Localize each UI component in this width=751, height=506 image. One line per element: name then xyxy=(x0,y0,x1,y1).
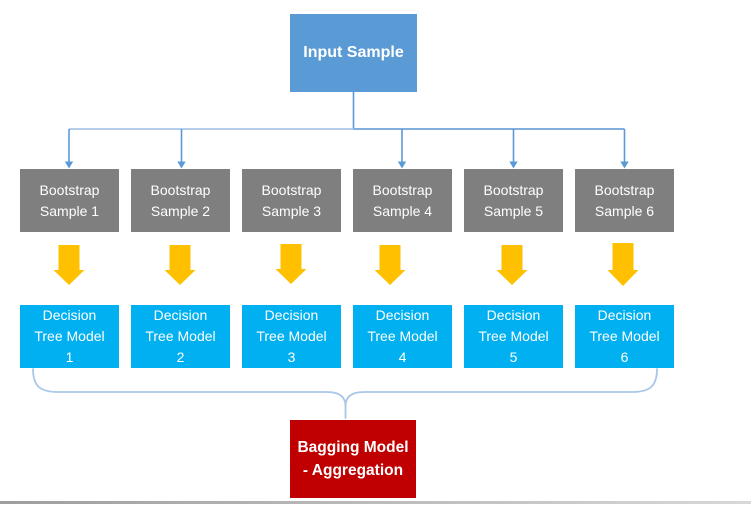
decision-tree-3-label: Decision Tree Model 3 xyxy=(256,307,327,365)
bootstrap-sample-3-label: Bootstrap Sample 3 xyxy=(261,181,322,219)
decision-tree-2-label: Decision Tree Model 2 xyxy=(145,307,216,365)
bootstrap-sample-1-box: Bootstrap Sample 1 xyxy=(20,169,119,232)
brace-icon xyxy=(32,368,347,419)
decision-tree-3-box: Decision Tree Model 3 xyxy=(242,305,341,368)
decision-tree-5-box: Decision Tree Model 5 xyxy=(464,305,563,368)
connector-arrowhead-icon xyxy=(620,161,629,169)
decision-tree-6-label: Decision Tree Model 6 xyxy=(589,307,660,365)
decision-tree-2-box: Decision Tree Model 2 xyxy=(131,305,230,368)
bagging-aggregation-label: Bagging Model - Aggregation xyxy=(297,439,409,479)
bootstrap-sample-3-box: Bootstrap Sample 3 xyxy=(242,169,341,232)
connector-arrowhead-icon xyxy=(64,161,74,169)
block-down-arrow-icon-4 xyxy=(374,245,406,285)
bootstrap-sample-2-label: Bootstrap Sample 2 xyxy=(150,181,211,219)
bootstrap-sample-1-label: Bootstrap Sample 1 xyxy=(39,181,100,219)
bootstrap-sample-4-label: Bootstrap Sample 4 xyxy=(372,181,433,219)
decision-tree-5-label: Decision Tree Model 5 xyxy=(478,307,549,365)
bootstrap-sample-5-box: Bootstrap Sample 5 xyxy=(464,169,563,232)
connector-arrow-1 xyxy=(64,129,74,169)
block-down-arrow-icon-2 xyxy=(164,245,196,285)
decision-tree-6-box: Decision Tree Model 6 xyxy=(575,305,674,368)
input-sample-label: Input Sample xyxy=(303,44,404,61)
decision-tree-1-box: Decision Tree Model 1 xyxy=(20,305,119,368)
bootstrap-sample-6-label: Bootstrap Sample 6 xyxy=(594,181,655,219)
bootstrap-sample-5-label: Bootstrap Sample 5 xyxy=(483,181,544,219)
decision-tree-1-label: Decision Tree Model 1 xyxy=(34,307,105,365)
block-down-arrow-icon-3 xyxy=(275,244,307,284)
brace-icon-right xyxy=(344,368,658,407)
connector-arrowhead-icon xyxy=(397,161,407,169)
bottom-edge-rule xyxy=(0,501,751,504)
connector-arrowhead-icon xyxy=(177,161,186,169)
bootstrap-sample-2-box: Bootstrap Sample 2 xyxy=(131,169,230,232)
connector-arrow-5 xyxy=(509,129,518,169)
connector-arrowhead-icon xyxy=(509,161,518,169)
block-down-arrow-icon-5 xyxy=(496,245,528,285)
connector-arrow-4 xyxy=(397,129,407,169)
input-sample-box: Input Sample xyxy=(290,14,417,92)
bootstrap-sample-4-box: Bootstrap Sample 4 xyxy=(353,169,452,232)
block-down-arrow-icon-6 xyxy=(607,243,639,286)
decision-tree-4-label: Decision Tree Model 4 xyxy=(367,307,438,365)
connector-arrow-6 xyxy=(620,129,629,169)
block-down-arrow-icon-1 xyxy=(53,245,85,285)
connector-arrow-2 xyxy=(177,129,186,169)
bootstrap-sample-6-box: Bootstrap Sample 6 xyxy=(575,169,674,232)
decision-tree-4-box: Decision Tree Model 4 xyxy=(353,305,452,368)
bagging-aggregation-box: Bagging Model - Aggregation xyxy=(290,420,416,498)
